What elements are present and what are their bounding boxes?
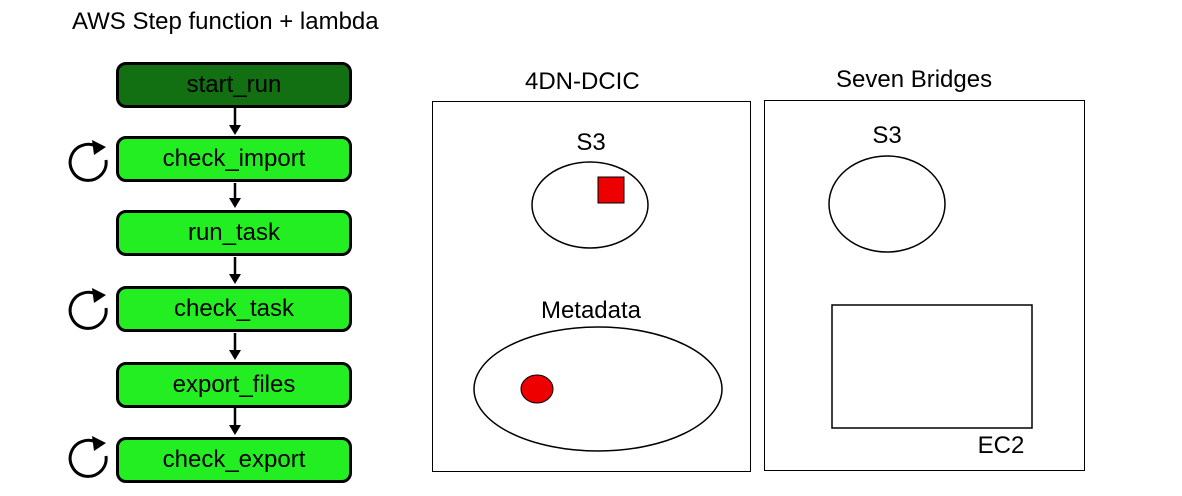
loop-arrow-icon bbox=[68, 288, 108, 330]
step-label: check_import bbox=[162, 145, 306, 172]
step-label: run_task bbox=[187, 219, 281, 246]
arrow-down-icon bbox=[229, 408, 241, 435]
file-marker-square-icon bbox=[597, 176, 625, 204]
step-label: start_run bbox=[186, 71, 282, 98]
step-label: export_files bbox=[172, 371, 296, 398]
sbg-storage-drawing: S3 EC2 bbox=[828, 122, 1033, 459]
panel-label-4dn-dcic: 4DN-DCIC bbox=[525, 68, 640, 95]
metadata-store bbox=[473, 326, 723, 452]
step-start-run[interactable]: start_run bbox=[116, 62, 352, 108]
step-check-export[interactable]: check_export bbox=[116, 437, 352, 483]
metadata-marker-dot-icon bbox=[520, 374, 554, 404]
panel-seven-bridges: S3 EC2 bbox=[764, 100, 1085, 471]
step-run-task[interactable]: run_task bbox=[116, 210, 352, 256]
dcic-storage-drawing: S3 Metadata bbox=[473, 129, 723, 452]
s3-label: S3 bbox=[872, 122, 901, 149]
loop-arrow-icon bbox=[68, 140, 108, 182]
step-check-task[interactable]: check_task bbox=[116, 286, 352, 332]
s3-label: S3 bbox=[576, 129, 605, 156]
loop-arrow-icon bbox=[68, 436, 108, 478]
panel-label-seven-bridges: Seven Bridges bbox=[836, 66, 993, 93]
step-label: check_export bbox=[162, 446, 306, 473]
metadata-label: Metadata bbox=[541, 297, 642, 324]
ec2-label: EC2 bbox=[978, 432, 1025, 459]
step-check-import[interactable]: check_import bbox=[116, 136, 352, 182]
s3-bucket bbox=[828, 155, 946, 253]
arrow-down-icon bbox=[229, 257, 241, 284]
s3-bucket bbox=[531, 161, 649, 249]
ec2-instance bbox=[831, 304, 1033, 429]
arrow-down-icon bbox=[229, 183, 241, 208]
panel-4dn-dcic: S3 Metadata bbox=[432, 101, 751, 472]
step-label: check_task bbox=[173, 295, 295, 322]
arrow-down-icon bbox=[229, 333, 241, 360]
diagram-title: AWS Step function + lambda bbox=[72, 8, 379, 35]
step-export-files[interactable]: export_files bbox=[116, 362, 352, 408]
arrow-down-icon bbox=[229, 108, 241, 135]
